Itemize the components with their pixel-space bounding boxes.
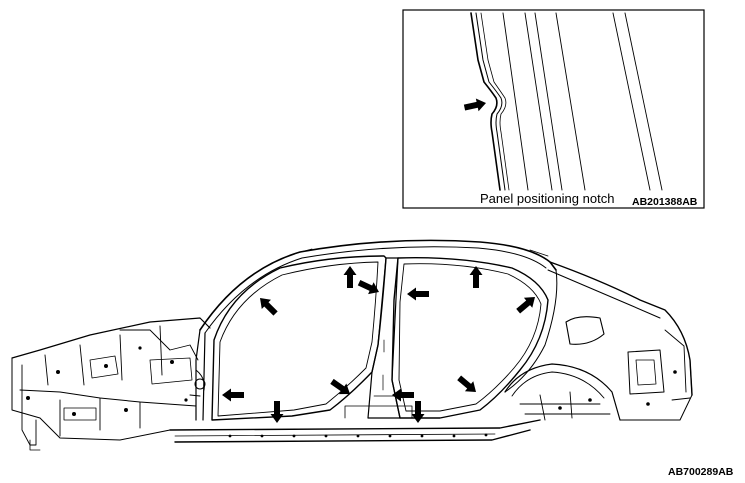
position-arrows [222, 266, 540, 423]
main-code: AB700289AB [668, 466, 734, 478]
rocker-sill [169, 419, 541, 443]
inset-caption: Panel positioning notch [480, 191, 614, 206]
arrow-icon [222, 388, 244, 402]
body-side-assembly [11, 239, 693, 451]
a-pillar [195, 329, 206, 421]
arrow-icon [328, 376, 354, 400]
inset-detail: Panel positioning notch AB201388AB [402, 9, 705, 209]
sill-holes [228, 433, 488, 438]
arrow-icon [513, 292, 540, 317]
fuel-door [565, 316, 605, 345]
inset-frame [402, 9, 705, 209]
arrow-icon [255, 293, 281, 319]
arrow-icon [469, 266, 483, 288]
panel-flange [470, 12, 510, 191]
arrow-icon [407, 287, 429, 301]
arrow-icon [343, 266, 357, 288]
arrow-icon [454, 372, 481, 397]
b-pillar [367, 257, 401, 419]
arrow-icon [356, 276, 382, 298]
rear-structure [504, 329, 693, 421]
front-structure [11, 317, 211, 451]
rear-quarter [549, 261, 693, 396]
rear-door-opening [391, 257, 549, 419]
arrow-icon [411, 401, 425, 423]
panel-lines [502, 12, 663, 191]
inset-code: AB201388AB [632, 196, 698, 208]
roof-rail [199, 239, 557, 331]
front-door-opening [211, 255, 387, 421]
